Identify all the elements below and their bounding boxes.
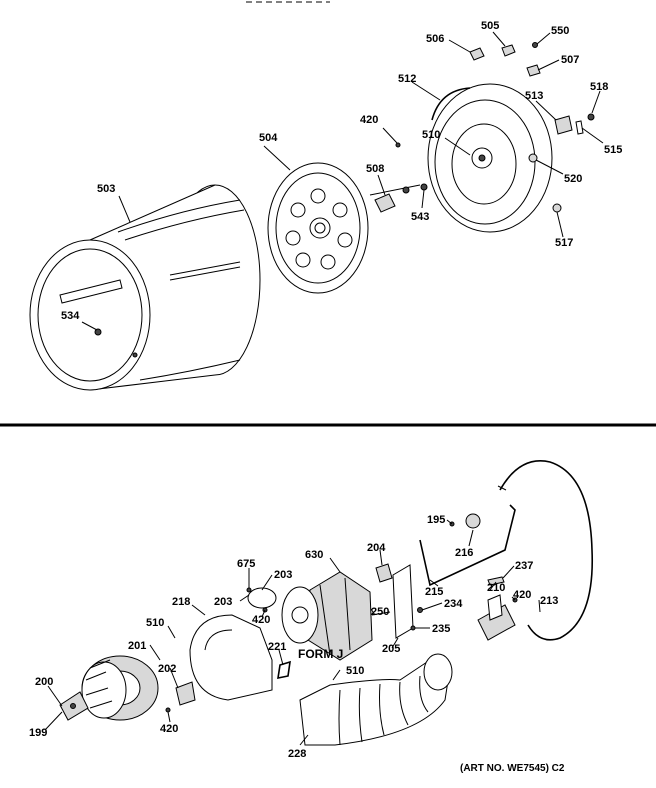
form-label: FORM J bbox=[298, 647, 343, 661]
callout-205: 205 bbox=[382, 643, 400, 655]
callout-234: 234 bbox=[444, 598, 463, 610]
callout-550: 550 bbox=[551, 25, 569, 37]
callout-508: 508 bbox=[366, 163, 384, 175]
idler-arm-215 bbox=[419, 504, 516, 587]
callout-203-upper: 203 bbox=[274, 569, 292, 581]
exhaust-duct-228 bbox=[299, 653, 453, 746]
bracket-210 bbox=[477, 576, 518, 641]
callout-518: 518 bbox=[590, 81, 608, 93]
callout-420-motor: 420 bbox=[252, 614, 270, 626]
callout-420-bracket: 420 bbox=[160, 723, 178, 735]
callout-202: 202 bbox=[158, 663, 176, 675]
callout-517: 517 bbox=[555, 237, 573, 249]
art-number: (ART NO. WE7545) C2 bbox=[460, 763, 565, 774]
callout-195: 195 bbox=[427, 514, 445, 526]
callout-201: 201 bbox=[128, 640, 146, 652]
callout-505: 505 bbox=[481, 20, 499, 32]
callout-221: 221 bbox=[268, 641, 286, 653]
callout-218: 218 bbox=[172, 596, 190, 608]
callout-199: 199 bbox=[29, 727, 47, 739]
callout-510-duct: 510 bbox=[346, 665, 364, 677]
bottom-callout-labels: 195 216 237 204 675 630 203 215 210 420 … bbox=[29, 514, 565, 774]
front-bulkhead-504 bbox=[267, 162, 369, 294]
callout-506: 506 bbox=[426, 33, 444, 45]
callout-420-belt: 420 bbox=[513, 589, 531, 601]
callout-630: 630 bbox=[305, 549, 323, 561]
blower-wheel-201 bbox=[81, 655, 159, 721]
callout-216: 216 bbox=[455, 547, 473, 559]
callout-213: 213 bbox=[540, 595, 558, 607]
callout-520: 520 bbox=[564, 173, 582, 185]
callout-215: 215 bbox=[425, 586, 443, 598]
bottom-leader-lines bbox=[44, 519, 541, 746]
callout-237: 237 bbox=[515, 560, 533, 572]
callout-203-lower: 203 bbox=[214, 596, 232, 608]
top-leader-lines bbox=[81, 31, 604, 331]
callout-513: 513 bbox=[525, 90, 543, 102]
drum-503 bbox=[29, 184, 261, 391]
rear-bulkhead-512 bbox=[427, 83, 553, 233]
callout-510-blower: 510 bbox=[146, 617, 164, 629]
callout-534: 534 bbox=[61, 310, 80, 322]
callout-204: 204 bbox=[367, 542, 386, 554]
callout-543: 543 bbox=[411, 211, 429, 223]
callout-250: 250 bbox=[371, 606, 389, 618]
bracket-200 bbox=[59, 691, 89, 721]
callout-503: 503 bbox=[97, 183, 115, 195]
callout-420-top: 420 bbox=[360, 114, 378, 126]
clip-203-parts bbox=[246, 587, 291, 680]
callout-235: 235 bbox=[432, 623, 450, 635]
bracket-202 bbox=[165, 681, 196, 713]
callout-512: 512 bbox=[398, 73, 416, 85]
callout-228: 228 bbox=[288, 748, 306, 760]
callout-675: 675 bbox=[237, 558, 255, 570]
motor-bracket-205 bbox=[392, 564, 423, 639]
top-callout-labels: 506 505 550 507 518 512 513 420 510 515 … bbox=[61, 20, 622, 322]
belt-213 bbox=[497, 460, 594, 641]
callout-510-top: 510 bbox=[422, 129, 440, 141]
callout-515: 515 bbox=[604, 144, 622, 156]
callout-507: 507 bbox=[561, 54, 579, 66]
callout-210: 210 bbox=[487, 582, 505, 594]
callout-200: 200 bbox=[35, 676, 53, 688]
motor-630 bbox=[281, 563, 393, 661]
blower-housing-218 bbox=[189, 614, 273, 701]
callout-504: 504 bbox=[259, 132, 278, 144]
